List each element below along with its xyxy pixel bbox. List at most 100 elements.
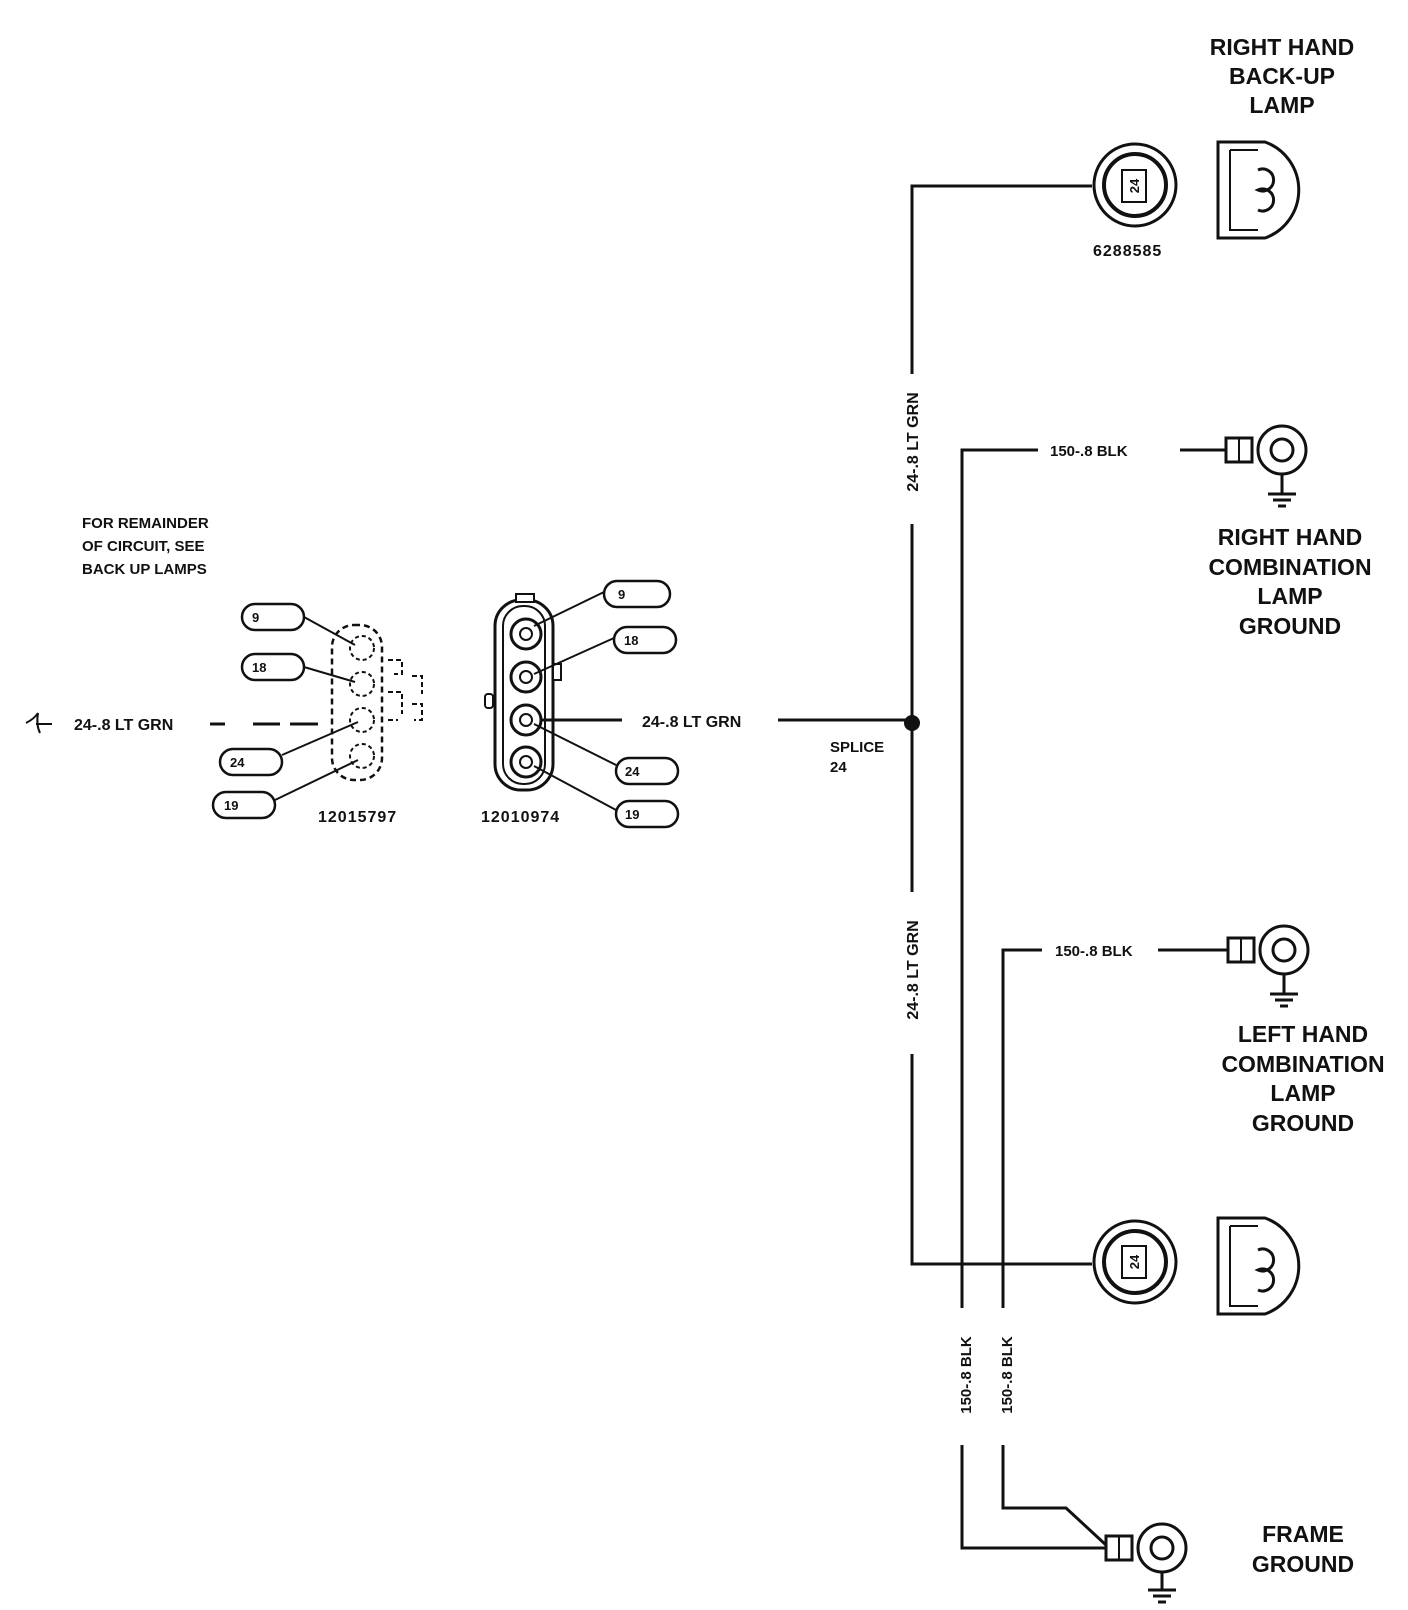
note-line-1: FOR REMAINDER (82, 515, 209, 532)
frame-terminal-ring (1136, 1522, 1188, 1574)
splice-feed-wire: 24-.8 LT GRN SPLICE 24 (541, 714, 920, 776)
left-pin-hole-19 (349, 743, 375, 769)
left-pin-label-19 (211, 790, 277, 820)
rh-combo-title-line-1: RIGHT HAND (1218, 524, 1362, 550)
lower-vertical-wire-bottom (910, 1054, 1092, 1266)
circuit-note: FOR REMAINDER OF CIRCUIT, SEE BACK UP LA… (82, 515, 209, 578)
lh-ground-wire-label: 150-.8 BLK (1055, 943, 1133, 960)
splice-label-line-1: SPLICE (830, 739, 884, 756)
note-line-3: BACK UP LAMPS (82, 561, 207, 578)
left-leader-18 (303, 666, 356, 683)
rh-socket-part-number: 6288585 (1093, 243, 1162, 260)
rh-socket-inner (1102, 152, 1168, 218)
middle-pin-24 (509, 703, 543, 737)
middle-pin-text-24: 24 (625, 764, 640, 779)
middle-leader-19 (533, 765, 617, 811)
left-leader-19 (274, 759, 359, 801)
rh-socket-pin-text: 24 (1127, 178, 1142, 193)
left-pin-hole-9 (349, 635, 375, 661)
frame-right-wire-label: 150-.8 BLK (999, 1336, 1016, 1414)
rh-ground-wire-label: 150-.8 BLK (1050, 443, 1128, 460)
lh-bulb-base (1229, 1225, 1258, 1307)
lh-ground-wire: 150-.8 BLK (1001, 943, 1228, 1308)
lh-combo-title-line-1: LEFT HAND (1238, 1021, 1368, 1047)
middle-leader-9 (533, 591, 605, 627)
rh-combination-ground-terminal (1224, 424, 1308, 508)
lh-combination-ground-title: LEFT HAND COMBINATION LAMP GROUND (1221, 1021, 1384, 1136)
left-pin-text-18: 18 (252, 660, 266, 675)
rh-ground-wire: 150-.8 BLK (960, 443, 1226, 1308)
lh-backup-lamp-socket: 24 (1092, 1219, 1178, 1305)
middle-connector-side-tab (484, 693, 494, 709)
rh-combo-title-line-3: LAMP (1257, 583, 1322, 609)
upper-vertical-wire-top (910, 184, 1092, 374)
frame-ground-title: FRAME GROUND (1252, 1521, 1354, 1577)
lh-terminal-ring (1258, 924, 1310, 976)
middle-pin-label-24 (614, 756, 680, 786)
upper-vertical-wire-label: 24-.8 LT GRN (905, 392, 922, 491)
left-connector-latches (388, 659, 423, 721)
rh-backup-lamp-socket: 24 6288585 (1092, 142, 1178, 260)
middle-connector-latch (552, 663, 562, 681)
lh-combo-title-line-4: GROUND (1252, 1110, 1354, 1136)
middle-pin-text-9: 9 (618, 587, 625, 602)
rh-backup-title-line-1: RIGHT HAND (1210, 34, 1354, 60)
frame-title-line-1: FRAME (1262, 1521, 1344, 1547)
frame-ground-terminal (1104, 1522, 1188, 1604)
frame-ground-wires (960, 1445, 1108, 1550)
left-connector-body (330, 623, 384, 782)
splice-feed-wire-label: 24-.8 LT GRN (642, 714, 741, 731)
lower-vertical-wire-label: 24-.8 LT GRN (905, 920, 922, 1019)
frame-right-wire (1001, 1445, 1108, 1547)
rh-backup-title-line-3: LAMP (1249, 92, 1314, 118)
middle-pin-9 (509, 617, 543, 651)
left-pin-text-19: 19 (224, 798, 238, 813)
splice-label-line-2: 24 (830, 759, 847, 776)
middle-pin-label-9 (602, 579, 672, 609)
left-pin-hole-24 (349, 707, 375, 733)
middle-connector-inner (502, 605, 546, 785)
rh-socket-terminal (1121, 169, 1147, 203)
rh-ground-wire-path (960, 448, 1038, 1308)
input-wire-label: 24-.8 LT GRN (74, 717, 173, 734)
rh-bulb-outline (1216, 140, 1301, 240)
rh-combo-title-line-2: COMBINATION (1208, 554, 1371, 580)
rh-bulb-base (1229, 149, 1258, 231)
middle-connector-part-number: 12010974 (481, 809, 560, 826)
middle-connector-top-tab (515, 593, 535, 603)
left-leader-9 (303, 616, 356, 646)
frame-title-line-2: GROUND (1252, 1551, 1354, 1577)
lh-ground-wire-path (1001, 948, 1042, 1308)
middle-pin-19 (509, 745, 543, 779)
lh-combo-title-line-3: LAMP (1270, 1080, 1335, 1106)
lt-grn-vertical-wires: 24-.8 LT GRN 24-.8 LT GRN (905, 184, 1092, 1266)
left-connector-12015797: 9 18 24 19 12015797 (211, 602, 423, 826)
left-connector-part-number: 12015797 (318, 809, 397, 826)
input-wire: 24-.8 LT GRN (25, 712, 318, 734)
lh-combo-title-line-2: COMBINATION (1221, 1051, 1384, 1077)
rh-combination-ground-title: RIGHT HAND COMBINATION LAMP GROUND (1208, 524, 1371, 639)
left-pin-text-24: 24 (230, 755, 245, 770)
middle-leader-24 (533, 723, 617, 766)
frame-left-wire (960, 1445, 1108, 1550)
middle-pin-text-19: 19 (625, 807, 639, 822)
wire-break-symbol (25, 712, 52, 734)
rh-backup-lamp-title: RIGHT HAND BACK-UP LAMP (1210, 34, 1354, 118)
note-line-2: OF CIRCUIT, SEE (82, 538, 205, 555)
left-pin-label-24 (218, 747, 284, 777)
left-leader-24 (281, 721, 359, 756)
lh-bulb-filament (1254, 1247, 1276, 1293)
rh-backup-bulb (1216, 140, 1301, 240)
rh-bulb-filament (1254, 167, 1276, 213)
lh-bulb-outline (1216, 1216, 1301, 1316)
left-pin-text-9: 9 (252, 610, 259, 625)
lh-socket-inner (1102, 1229, 1168, 1295)
left-pin-hole-18 (349, 671, 375, 697)
middle-pin-label-18 (612, 625, 678, 655)
middle-pin-text-18: 18 (624, 633, 638, 648)
middle-leader-18 (533, 637, 615, 675)
rh-combo-title-line-4: GROUND (1239, 613, 1341, 639)
lh-combination-ground-terminal (1226, 924, 1310, 1008)
lh-socket-terminal (1121, 1245, 1147, 1279)
